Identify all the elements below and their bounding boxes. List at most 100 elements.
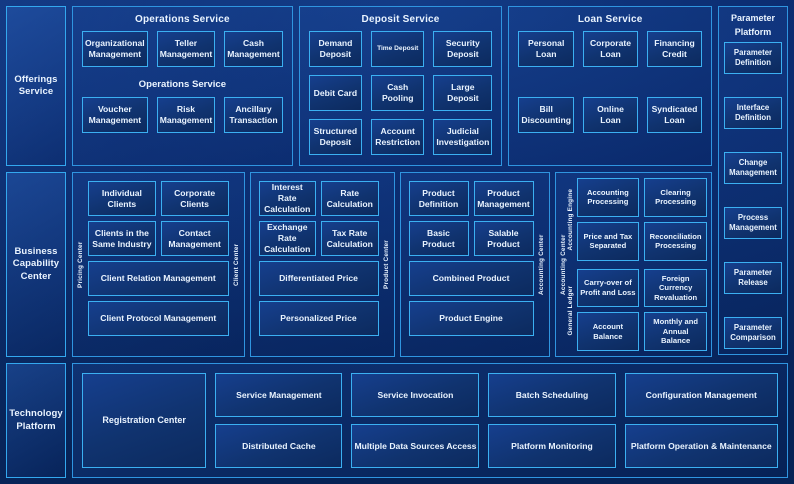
technology-platform-band: Technology Platform Registration Center … bbox=[6, 363, 788, 478]
service-item[interactable]: Debit Card bbox=[308, 75, 363, 111]
capability-item[interactable]: Rate Calculation bbox=[321, 181, 379, 216]
service-item[interactable]: Large Deposit bbox=[433, 75, 493, 111]
pricing-center-items: Interest Rate Calculation Rate Calculati… bbox=[255, 178, 383, 351]
technology-column: Service Invocation Multiple Data Sources… bbox=[351, 373, 480, 468]
service-item[interactable]: Voucher Management bbox=[82, 97, 148, 133]
technology-column: Service Management Distributed Cache bbox=[215, 373, 343, 468]
service-item[interactable]: Personal Loan bbox=[518, 31, 575, 67]
service-item[interactable]: Account Restriction bbox=[371, 119, 425, 155]
panel-title-parameter-platform: Parameter Platform bbox=[730, 13, 776, 37]
capability-item[interactable]: Exchange Rate Calculation bbox=[258, 221, 316, 256]
capability-item[interactable]: Foreign Currency Revaluation bbox=[644, 268, 707, 308]
parameter-item[interactable]: Parameter Release bbox=[724, 262, 782, 294]
parameter-item[interactable]: Process Management bbox=[724, 207, 782, 239]
vertical-label-accounting-engine: Accounting Engine bbox=[566, 188, 574, 251]
capability-item[interactable]: Tax Rate Calculation bbox=[321, 221, 379, 256]
service-item[interactable]: Corporate Loan bbox=[583, 31, 638, 67]
capability-item[interactable]: Personalized Price bbox=[258, 301, 379, 336]
service-item[interactable]: Time Deposit bbox=[371, 31, 425, 67]
capability-item[interactable]: Basic Product bbox=[408, 221, 469, 256]
technology-item[interactable]: Batch Scheduling bbox=[488, 373, 616, 417]
service-item[interactable]: Syndicated Loan bbox=[647, 97, 702, 133]
panel-client-center[interactable]: Pricing Center Individual Clients Corpor… bbox=[72, 172, 245, 357]
sidebar-label-business-capability-center: Business Capability Center bbox=[6, 172, 66, 357]
capability-item[interactable]: Corporate Clients bbox=[160, 181, 229, 216]
sidebar-label-technology-platform: Technology Platform bbox=[6, 363, 66, 478]
service-item[interactable]: Financing Credit bbox=[647, 31, 702, 67]
capability-item[interactable]: Contact Management bbox=[160, 221, 229, 256]
operations-service-items: Organizational Management Teller Managem… bbox=[73, 31, 292, 165]
capability-item[interactable]: Clients in the Same Industry bbox=[88, 221, 156, 256]
technology-item[interactable]: Service Management bbox=[215, 373, 343, 417]
technology-column: Configuration Management Platform Operat… bbox=[624, 373, 778, 468]
panel-title-loan-service: Loan Service bbox=[577, 14, 643, 25]
service-item[interactable]: Structured Deposit bbox=[308, 119, 363, 155]
service-item[interactable]: Security Deposit bbox=[433, 31, 493, 67]
technology-item[interactable]: Service Invocation bbox=[351, 373, 480, 417]
capability-item[interactable]: Product Engine bbox=[408, 301, 534, 336]
technology-item[interactable]: Configuration Management bbox=[624, 373, 778, 417]
panel-accounting-center[interactable]: Accounting Center Accounting Engine Acco… bbox=[554, 172, 712, 357]
panel-title-deposit-service: Deposit Service bbox=[361, 14, 440, 25]
capability-item[interactable]: Account Balance bbox=[576, 312, 640, 351]
capability-item[interactable]: Product Definition bbox=[408, 181, 469, 216]
panel-technology-platform[interactable]: Registration Center Service Management D… bbox=[72, 363, 788, 478]
panel-loan-service[interactable]: Loan Service Personal Loan Corporate Loa… bbox=[508, 6, 712, 166]
vertical-label-general-ledger: General Ledger bbox=[566, 284, 574, 335]
panel-pricing-center[interactable]: Interest Rate Calculation Rate Calculati… bbox=[249, 172, 395, 357]
technology-item[interactable]: Platform Monitoring bbox=[488, 424, 616, 468]
vertical-label-product-center: Product Center bbox=[382, 240, 390, 289]
service-item[interactable]: Cash Management bbox=[224, 31, 283, 67]
capability-item[interactable]: Differentiated Price bbox=[258, 261, 379, 296]
capability-item[interactable]: Reconciliation Processing bbox=[644, 221, 707, 261]
parameter-platform-items: Parameter Definition Interface Definitio… bbox=[724, 42, 782, 349]
capability-item[interactable]: Client Relation Management bbox=[88, 261, 229, 296]
parameter-item[interactable]: Change Management bbox=[724, 152, 782, 184]
registration-center-box[interactable]: Registration Center bbox=[82, 373, 207, 468]
sidebar-label-offerings-service: Offerings Service bbox=[6, 6, 66, 166]
technology-column: Batch Scheduling Platform Monitoring bbox=[488, 373, 616, 468]
accounting-center-sections: Accounting Engine Accounting Processing … bbox=[566, 178, 707, 351]
panel-operations-service[interactable]: Operations Service Organizational Manage… bbox=[72, 6, 293, 166]
service-item[interactable]: Online Loan bbox=[583, 97, 638, 133]
technology-item[interactable]: Distributed Cache bbox=[215, 424, 343, 468]
capability-item[interactable]: Price and Tax Separated bbox=[576, 221, 640, 261]
vertical-label-pricing-center: Pricing Center bbox=[77, 241, 84, 288]
capability-item[interactable]: Product Management bbox=[473, 181, 534, 216]
parameter-item[interactable]: Parameter Comparison bbox=[724, 317, 782, 349]
technology-item[interactable]: Platform Operation & Maintenance bbox=[624, 424, 778, 468]
service-item[interactable]: Judicial Investigation bbox=[433, 119, 493, 155]
capability-item[interactable]: Combined Product bbox=[408, 261, 534, 296]
technology-item[interactable]: Multiple Data Sources Access bbox=[351, 424, 480, 468]
loan-service-items: Personal Loan Corporate Loan Financing C… bbox=[509, 31, 711, 165]
capability-item[interactable]: Salable Product bbox=[473, 221, 534, 256]
accounting-engine-section: Accounting Engine Accounting Processing … bbox=[566, 178, 707, 261]
service-item[interactable]: Organizational Management bbox=[82, 31, 148, 67]
deposit-service-items: Demand Deposit Time Deposit Security Dep… bbox=[300, 31, 502, 165]
service-item[interactable]: Teller Management bbox=[156, 31, 216, 67]
service-item[interactable]: Bill Discounting bbox=[518, 97, 575, 133]
business-capability-band: Business Capability Center Pricing Cente… bbox=[6, 172, 788, 357]
capability-item[interactable]: Interest Rate Calculation bbox=[258, 181, 316, 216]
vertical-label-accounting-center-outer: Accounting Center bbox=[559, 234, 567, 295]
capability-item[interactable]: Clearing Processing bbox=[644, 178, 707, 217]
service-item[interactable]: Cash Pooling bbox=[371, 75, 425, 111]
panel-title-operations-service: Operations Service bbox=[134, 14, 230, 25]
service-item[interactable]: Ancillary Transaction bbox=[224, 97, 283, 133]
panel-product-center[interactable]: Product Definition Product Management Ba… bbox=[399, 172, 550, 357]
panel-parameter-platform[interactable]: Parameter Platform Parameter Definition … bbox=[718, 6, 788, 355]
client-center-items: Individual Clients Corporate Clients Cli… bbox=[84, 178, 233, 351]
capability-item[interactable]: Carry-over of Profit and Loss bbox=[576, 268, 640, 308]
vertical-label-accounting-center: Accounting Center bbox=[537, 234, 545, 295]
parameter-item[interactable]: Interface Definition bbox=[724, 97, 782, 129]
service-item[interactable]: Risk Management bbox=[156, 97, 216, 133]
capability-item[interactable]: Monthly and Annual Balance bbox=[644, 312, 707, 351]
capability-item[interactable]: Accounting Processing bbox=[576, 178, 640, 217]
capability-item[interactable]: Client Protocol Management bbox=[88, 301, 229, 336]
service-item[interactable]: Demand Deposit bbox=[308, 31, 363, 67]
general-ledger-section: General Ledger Carry-over of Profit and … bbox=[566, 268, 707, 351]
panel-deposit-service[interactable]: Deposit Service Demand Deposit Time Depo… bbox=[298, 6, 503, 166]
parameter-item[interactable]: Parameter Definition bbox=[724, 42, 782, 74]
capability-item[interactable]: Individual Clients bbox=[88, 181, 156, 216]
